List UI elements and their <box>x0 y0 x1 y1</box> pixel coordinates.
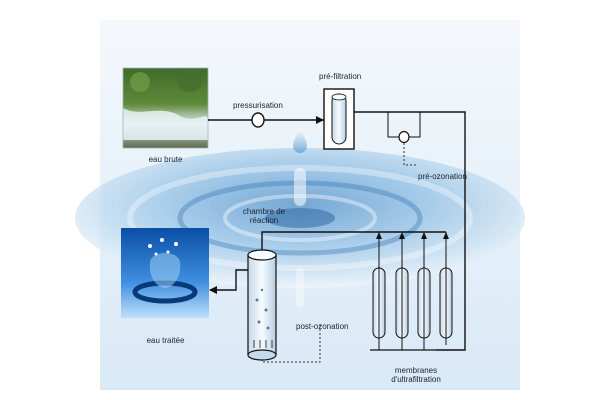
post-ozonation-label: post-ozonation <box>296 322 349 331</box>
reaction-chamber-label: chambre de réaction <box>238 207 290 225</box>
arrow-into-prefilter <box>316 116 324 124</box>
pre-filtration-label: pré-filtration <box>319 72 362 81</box>
reaction-chamber-label-line1: chambre de <box>242 207 286 216</box>
arrow-into-treated-water <box>209 286 217 294</box>
pre-ozonation-dotted-line <box>403 143 416 166</box>
pre-ozonation-label: pré-ozonation <box>418 172 467 181</box>
water-drops <box>293 128 307 308</box>
raw-water-label: eau brute <box>148 155 183 164</box>
pressurization-label: pressurisation <box>233 101 283 110</box>
ultrafiltration-membranes <box>370 262 453 351</box>
collector-arrows <box>376 232 449 262</box>
pipe-to-reaction-chamber <box>261 231 446 252</box>
membranes-label-line1: membranes <box>394 366 438 375</box>
treated-water-image <box>121 228 209 318</box>
pressurization-valve-icon <box>251 112 265 128</box>
treated-water-label: eau traitée <box>146 336 185 345</box>
membranes-label: membranes d'ultrafiltration <box>376 366 456 384</box>
reaction-chamber-label-line2: réaction <box>249 216 279 225</box>
reaction-chamber <box>247 249 277 361</box>
pipe-to-membranes <box>354 111 466 351</box>
membranes-label-line2: d'ultrafiltration <box>391 375 441 384</box>
pre-filtration-unit <box>323 88 355 150</box>
post-ozonation-dotted-line <box>261 325 321 363</box>
pipe-to-treated-water <box>210 269 248 291</box>
raw-water-image <box>122 67 209 149</box>
ozone-injector-valve-icon <box>398 130 410 144</box>
